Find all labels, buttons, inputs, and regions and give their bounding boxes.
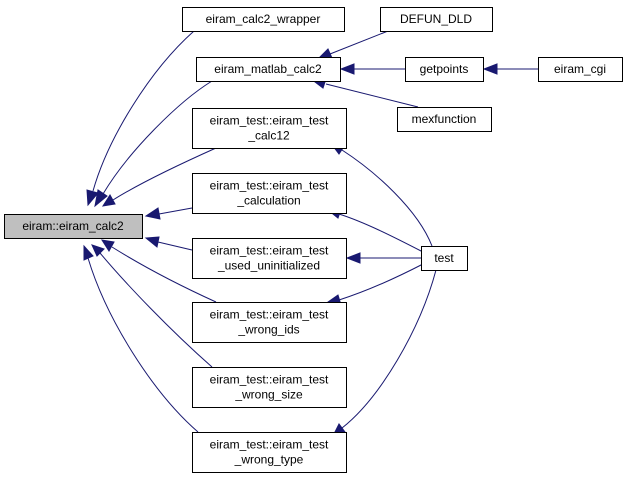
node-calc12[interactable]: eiram_test::eiram_test_calc12: [192, 108, 347, 149]
edge-line: [338, 263, 424, 301]
node-getpoints[interactable]: getpoints: [405, 57, 484, 82]
arrowhead-icon: [100, 239, 115, 252]
node-box: [380, 7, 493, 32]
node-label: _used_uninitialized: [217, 259, 320, 273]
node-box: [192, 302, 347, 343]
arrowhead-icon: [144, 207, 161, 220]
node-box: [192, 238, 347, 279]
node-label: eiram_test::eiram_test: [210, 114, 329, 128]
edge-line: [329, 30, 389, 55]
edge-line: [99, 252, 213, 368]
node-eiram_cgi[interactable]: eiram_cgi: [538, 57, 623, 82]
edge-line: [157, 241, 193, 251]
edge-line: [87, 257, 199, 433]
node-label: eiram_matlab_calc2: [214, 62, 322, 76]
arrowhead-icon: [91, 244, 105, 257]
arrowhead-icon: [317, 48, 333, 59]
edge-mexfunction-to-matlab: [313, 78, 419, 108]
node-wrapper[interactable]: eiram_calc2_wrapper: [182, 7, 345, 32]
edge-line: [338, 213, 424, 253]
edge-eiram_cgi-to-getpoints: [482, 63, 538, 75]
node-test[interactable]: test: [421, 246, 468, 271]
node-label: _calc12: [247, 129, 290, 143]
arrowhead-icon: [482, 63, 498, 75]
node-label: DEFUN_DLD: [400, 12, 472, 26]
node-box: [538, 57, 623, 82]
arrowhead-icon: [83, 244, 94, 261]
node-label: eiram_test::eiram_test: [210, 438, 329, 452]
edge-test-to-calc12: [332, 144, 433, 247]
node-label: _calculation: [236, 194, 300, 208]
node-label: getpoints: [420, 62, 469, 76]
edge-wrong_size-to-root: [91, 244, 213, 368]
edge-line: [158, 207, 193, 215]
edge-test-to-wrong_type: [333, 269, 437, 435]
arrowhead-icon: [144, 236, 160, 248]
edges-layer: [83, 30, 538, 435]
node-label: eiram_test::eiram_test: [210, 373, 329, 387]
node-box: [196, 57, 341, 82]
edge-wrapper-to-root: [86, 30, 195, 207]
node-label: _wrong_size: [234, 388, 303, 402]
edge-line: [341, 149, 433, 247]
edge-defun-to-matlab: [317, 30, 389, 59]
node-box: [397, 107, 492, 132]
edge-line: [92, 30, 195, 192]
arrowhead-icon: [345, 252, 361, 264]
node-label: _wrong_type: [234, 453, 304, 467]
edge-wrong_ids-to-root: [100, 239, 217, 303]
edge-getpoints-to-matlab: [339, 63, 405, 75]
arrowhead-icon: [86, 189, 99, 207]
edge-test-to-used_uninit: [345, 252, 421, 264]
node-root[interactable]: eiram::eiram_calc2: [4, 214, 143, 239]
edge-line: [341, 269, 437, 429]
node-box: [192, 108, 347, 149]
node-wrong_ids[interactable]: eiram_test::eiram_test_wrong_ids: [192, 302, 347, 343]
arrowhead-icon: [94, 189, 108, 208]
node-box: [192, 173, 347, 214]
node-box: [4, 214, 143, 239]
node-label: test: [434, 251, 454, 265]
node-box: [405, 57, 484, 82]
node-label: eiram_test::eiram_test: [210, 308, 329, 322]
edge-line: [325, 83, 419, 108]
node-label: eiram_test::eiram_test: [210, 244, 329, 258]
edge-calculation-to-root: [144, 207, 193, 220]
node-box: [421, 246, 468, 271]
node-box: [182, 7, 345, 32]
edge-used_uninit-to-root: [144, 236, 193, 251]
arrowhead-icon: [101, 194, 116, 207]
node-calculation[interactable]: eiram_test::eiram_test_calculation: [192, 173, 347, 214]
node-matlab[interactable]: eiram_matlab_calc2: [196, 57, 341, 82]
node-box: [192, 432, 347, 473]
nodes-layer: eiram::eiram_calc2 eiram_calc2_wrappereir…: [4, 7, 623, 473]
node-label: eiram_calc2_wrapper: [206, 12, 321, 26]
edge-line: [112, 147, 217, 201]
node-label: eiram::eiram_calc2: [22, 219, 124, 233]
node-label: mexfunction: [412, 112, 477, 126]
edge-line: [102, 80, 213, 195]
node-label: eiram_cgi: [554, 62, 606, 76]
node-wrong_type[interactable]: eiram_test::eiram_test_wrong_type: [192, 432, 347, 473]
edge-calc12-to-root: [101, 147, 217, 207]
edge-line: [111, 246, 217, 303]
edge-wrong_type-to-root: [83, 244, 199, 433]
arrowhead-icon: [339, 63, 355, 75]
node-mexfunction[interactable]: mexfunction: [397, 107, 492, 132]
node-wrong_size[interactable]: eiram_test::eiram_test_wrong_size: [192, 367, 347, 408]
node-defun[interactable]: DEFUN_DLD: [380, 7, 493, 32]
node-label: _wrong_ids: [237, 323, 299, 337]
node-used_uninit[interactable]: eiram_test::eiram_test_used_uninitialize…: [192, 238, 347, 279]
node-label: eiram_test::eiram_test: [210, 179, 329, 193]
edge-matlab-to-root: [94, 80, 213, 208]
node-box: [192, 367, 347, 408]
